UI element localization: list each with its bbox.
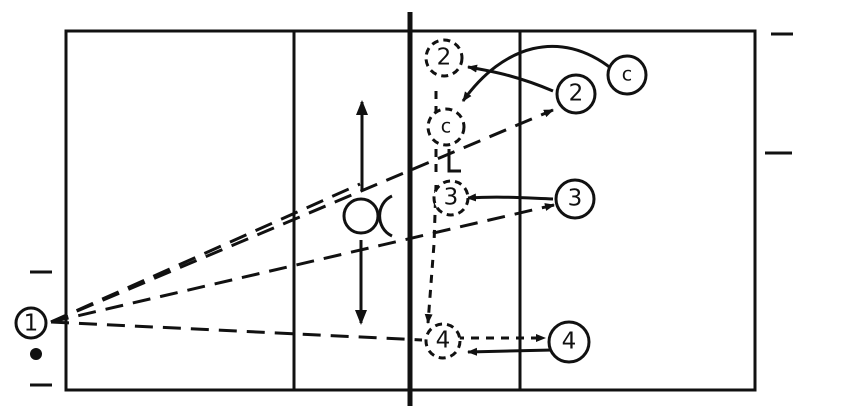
pass-line-to-attacker-2 bbox=[50, 108, 554, 324]
attacker-c-circle bbox=[606, 54, 648, 96]
blocker-4-label: 4 bbox=[436, 328, 451, 354]
attacker-2-label: 2 bbox=[569, 81, 584, 107]
attacker-3-to-blocker-3-path bbox=[466, 193, 554, 202]
attacker-3-circle bbox=[554, 178, 596, 220]
blocker-3-label: 3 bbox=[444, 185, 459, 211]
blocker-c-circle bbox=[426, 107, 466, 147]
attacker-c-label: c bbox=[622, 64, 632, 86]
pass-line-to-attacker-3 bbox=[50, 203, 555, 324]
coach-to-blocker-c-path bbox=[461, 44, 613, 102]
attacker-2-to-blocker-2-path bbox=[467, 64, 554, 93]
attacker-4-to-blocker-4-path bbox=[467, 347, 554, 356]
blocker-3-circle bbox=[432, 179, 470, 217]
attacker-4-label: 4 bbox=[562, 329, 577, 355]
dot-icon bbox=[30, 348, 42, 360]
attacker-2-circle bbox=[555, 73, 597, 115]
blocker-c-label: c bbox=[441, 116, 451, 138]
blocker-2-label: 2 bbox=[437, 45, 452, 71]
attacker-3-label: 3 bbox=[568, 186, 583, 212]
l-shaped-short-line bbox=[447, 149, 461, 173]
pass-line-to-blocker-4 bbox=[50, 320, 423, 342]
player-1-circle bbox=[14, 306, 48, 340]
block-icon bbox=[378, 194, 393, 238]
blocker-4-circle bbox=[424, 322, 462, 360]
attacker-4-circle bbox=[547, 320, 591, 364]
blocker-2-circle bbox=[424, 38, 464, 78]
pass-line-to-ball bbox=[50, 182, 361, 324]
ball-icon bbox=[342, 197, 380, 235]
player-1-label: 1 bbox=[24, 311, 39, 337]
